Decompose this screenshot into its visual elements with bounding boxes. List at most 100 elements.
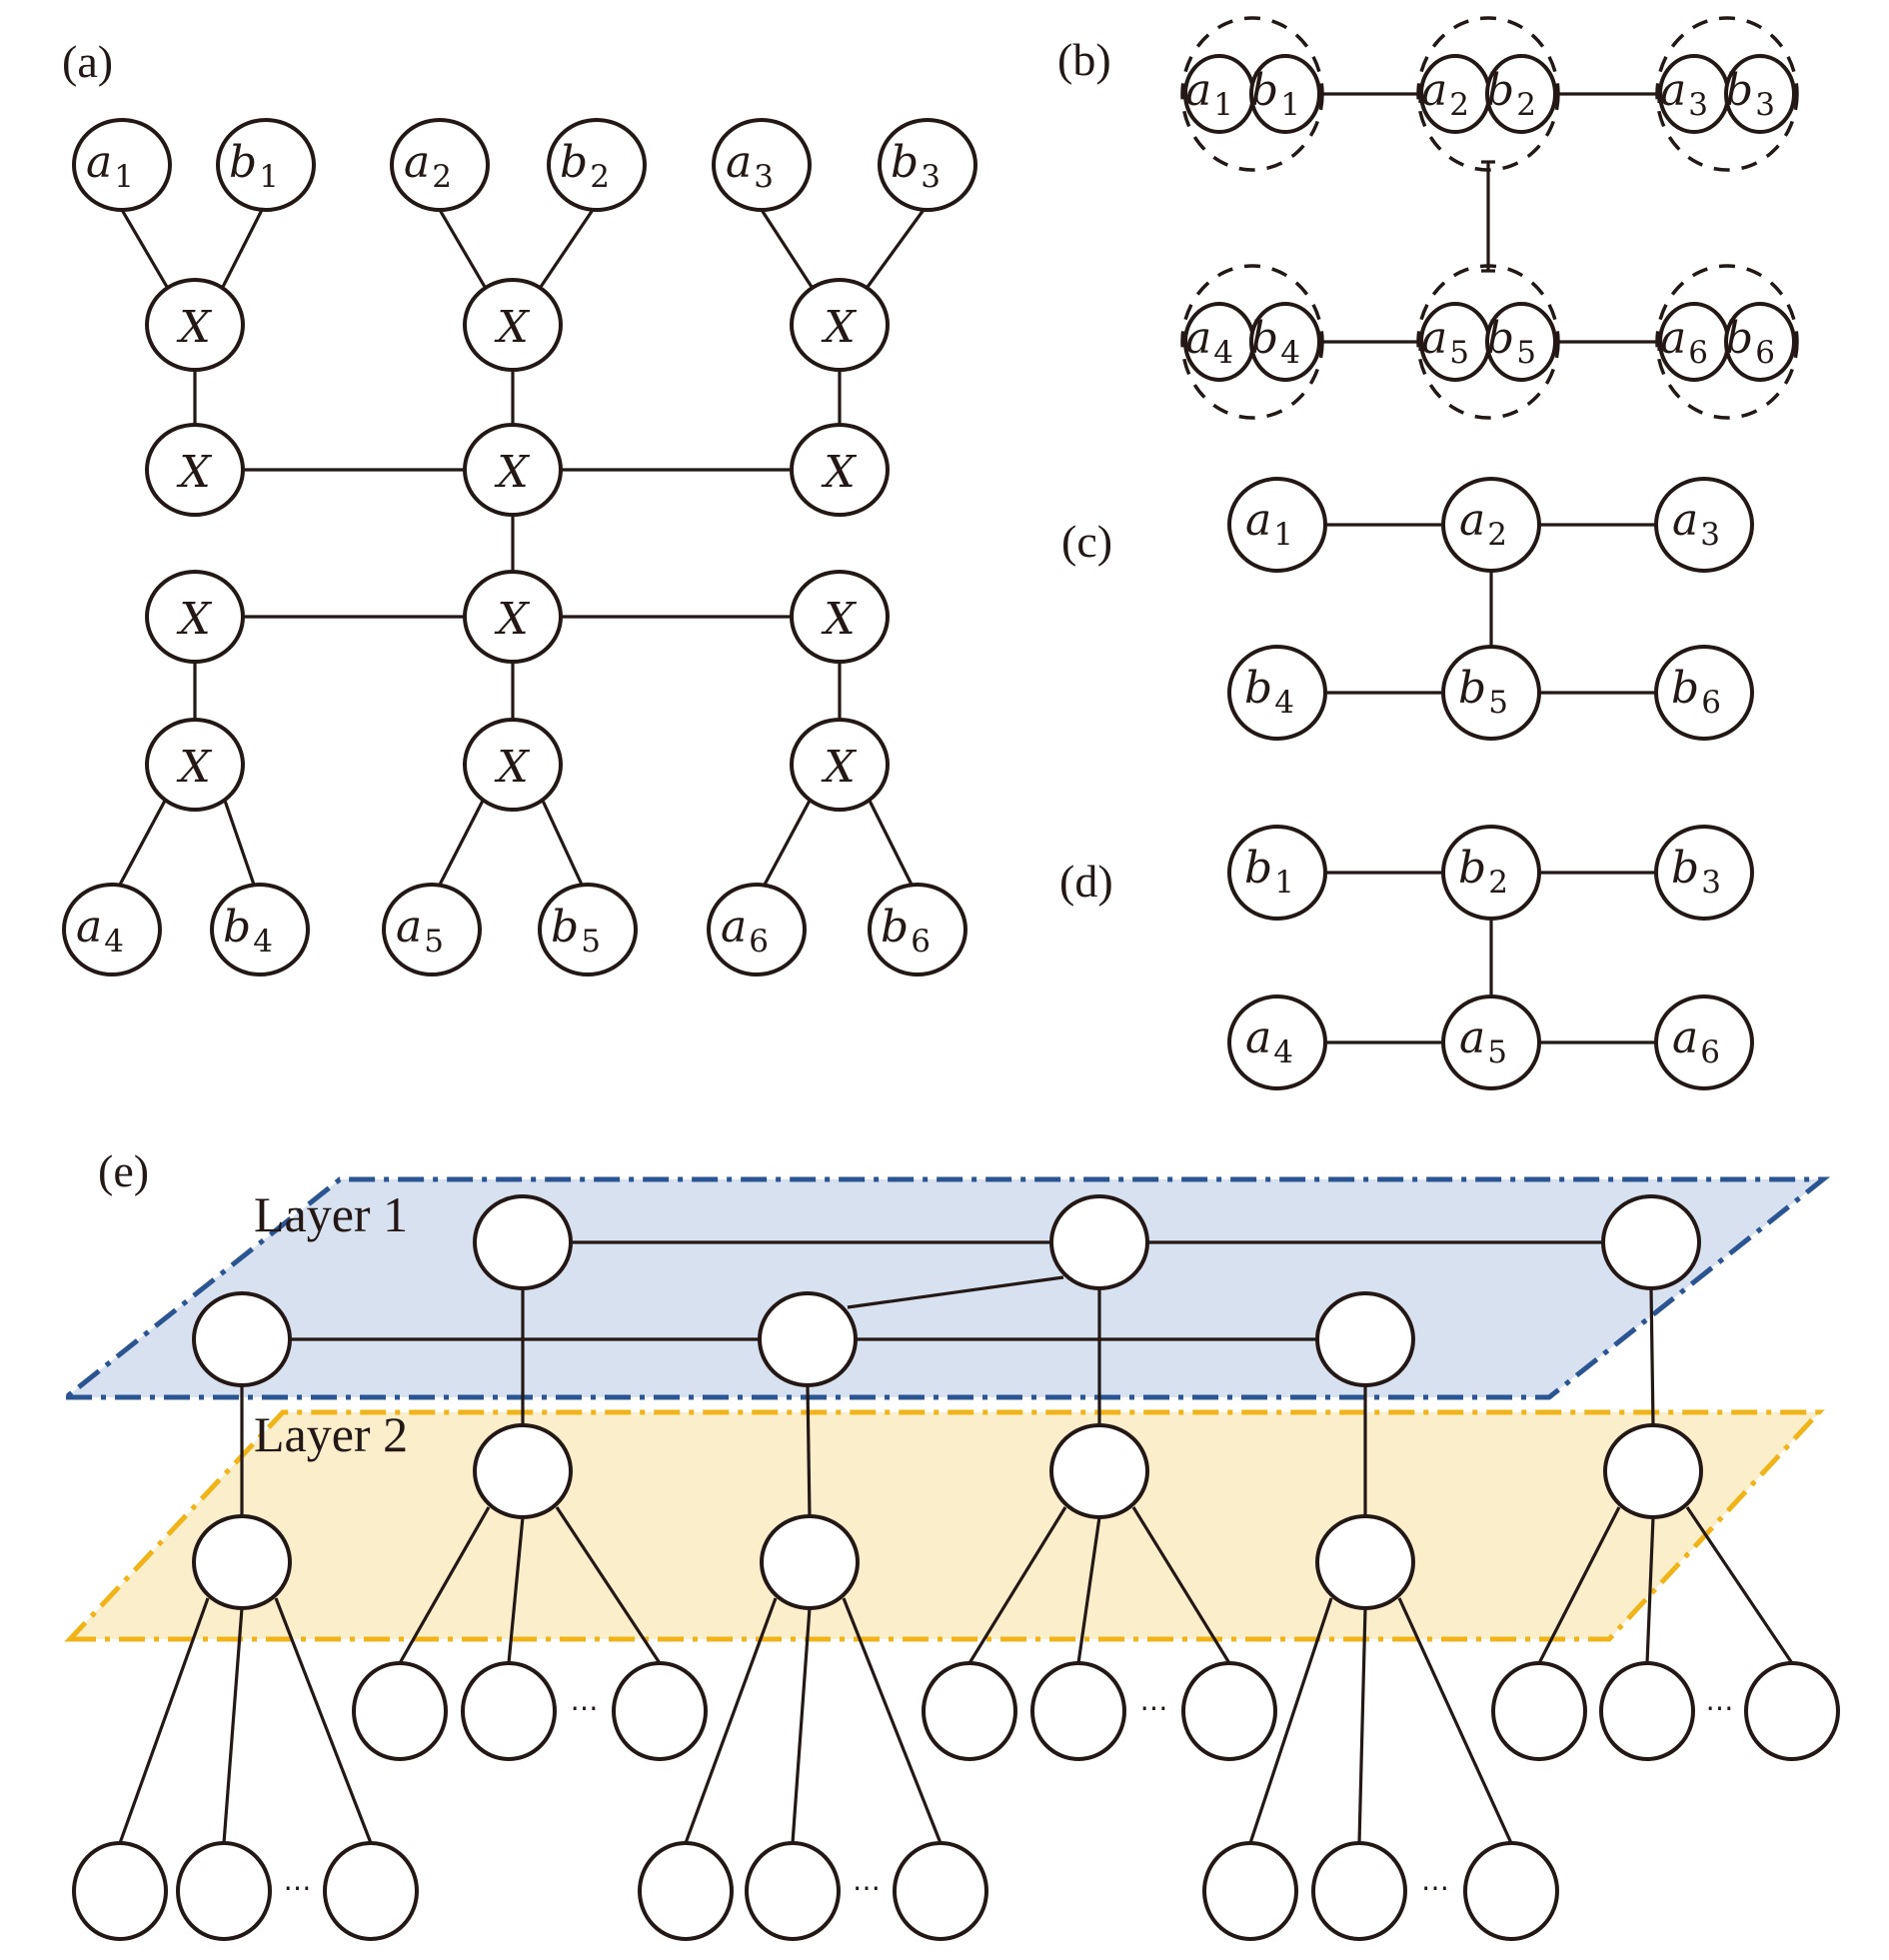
node-b4 bbox=[210, 883, 310, 977]
leaf-edge bbox=[1248, 1597, 1333, 1844]
node-a4 bbox=[62, 883, 162, 977]
layer-1-node bbox=[758, 1291, 858, 1387]
leaf-edge bbox=[274, 1597, 373, 1844]
leaf-node bbox=[638, 1841, 734, 1941]
node-a4 bbox=[1227, 994, 1327, 1090]
leaf-edge bbox=[1645, 1516, 1655, 1664]
node-label-a1-subscript: 1 bbox=[1273, 517, 1293, 553]
leaf-edge bbox=[222, 1607, 244, 1844]
x-node bbox=[790, 718, 890, 812]
panel-label-b: (b) bbox=[1057, 34, 1111, 85]
leaf-node bbox=[1181, 1661, 1277, 1761]
cluster-dashed-ring bbox=[1180, 264, 1324, 420]
edge-x-to-leaf bbox=[438, 800, 485, 886]
cluster-dashed-ring bbox=[1416, 16, 1560, 172]
layer-1-node bbox=[1049, 1194, 1149, 1290]
node-label-a2: a2 bbox=[404, 137, 452, 195]
leaf-edge bbox=[398, 1506, 491, 1664]
node-b2 bbox=[547, 118, 647, 212]
leaf-node bbox=[1599, 1661, 1695, 1761]
node-label-a1-subscript: 1 bbox=[1213, 87, 1233, 123]
node-label-b2-subscript: 2 bbox=[1488, 865, 1508, 901]
node-b4 bbox=[1249, 302, 1321, 382]
node-b1 bbox=[1227, 825, 1327, 921]
layer-2-node bbox=[1315, 1514, 1415, 1610]
x-node bbox=[145, 278, 245, 372]
x-node bbox=[463, 718, 563, 812]
node-label-a4-subscript: 4 bbox=[104, 924, 124, 960]
node-label-b6-subscript: 6 bbox=[1755, 335, 1775, 371]
x-node bbox=[145, 423, 245, 517]
panel-d-edges bbox=[1325, 871, 1656, 1044]
layer-2-node bbox=[473, 1423, 573, 1519]
node-label-b1-subscript: 1 bbox=[1280, 87, 1300, 123]
node-label-a1: a1 bbox=[86, 137, 134, 195]
ellipsis-dots: ⋯ bbox=[284, 1873, 312, 1904]
node-label-a2-subscript: 2 bbox=[432, 159, 452, 195]
node-label-b1: b1 bbox=[229, 137, 279, 195]
inter-layer-edge bbox=[1649, 1287, 1655, 1426]
node-a1 bbox=[72, 118, 172, 212]
leaf-node bbox=[1491, 1661, 1587, 1761]
x-node bbox=[463, 570, 563, 664]
leaf-edge bbox=[555, 1506, 662, 1664]
node-b3 bbox=[878, 118, 977, 212]
edge-x-to-leaf bbox=[223, 800, 256, 886]
node-label-b2-subscript: 2 bbox=[1516, 87, 1536, 123]
x-node bbox=[790, 423, 890, 517]
panel-label-d: (d) bbox=[1059, 856, 1113, 907]
node-label-b5-subscript: 5 bbox=[1488, 685, 1508, 721]
panel-e-nodes: ⋯⋯⋯⋯⋯⋯ bbox=[72, 1194, 1840, 1941]
leaf-edge bbox=[967, 1506, 1067, 1664]
leaf-node bbox=[1744, 1661, 1840, 1761]
leaf-node bbox=[352, 1661, 448, 1761]
node-a1 bbox=[1227, 477, 1327, 573]
x-node-label: X bbox=[494, 594, 530, 645]
x-node-label: X bbox=[821, 742, 857, 793]
panel-e-edges bbox=[118, 1240, 1794, 1844]
node-b6 bbox=[1654, 645, 1754, 741]
node-label-a4: a4 bbox=[1185, 313, 1233, 371]
layer-2-node bbox=[1049, 1423, 1149, 1519]
node-a5 bbox=[1441, 994, 1541, 1090]
node-b5 bbox=[1441, 645, 1541, 741]
node-label-a2-subscript: 2 bbox=[1449, 87, 1469, 123]
layer-1-node bbox=[473, 1194, 573, 1290]
panel-label-a: (a) bbox=[62, 36, 113, 87]
edge-leaf-to-x bbox=[221, 209, 264, 288]
leaf-node bbox=[461, 1661, 557, 1761]
leaf-node bbox=[1311, 1841, 1407, 1941]
cluster-dashed-ring bbox=[1180, 16, 1324, 172]
node-label-b5-subscript: 5 bbox=[581, 924, 601, 960]
node-b2 bbox=[1485, 54, 1557, 134]
node-label-b6: b6 bbox=[1725, 313, 1775, 371]
leaf-edge bbox=[842, 1597, 943, 1844]
cluster-dashed-ring bbox=[1655, 16, 1799, 172]
x-node-label: X bbox=[821, 447, 857, 498]
node-label-a6-subscript: 6 bbox=[1700, 1034, 1720, 1070]
leaf-node bbox=[1202, 1841, 1298, 1941]
layer-1-label: Layer 1 bbox=[254, 1186, 408, 1242]
ellipsis-dots: ⋯ bbox=[571, 1693, 599, 1724]
node-b5 bbox=[1485, 302, 1557, 382]
x-node-label: X bbox=[176, 447, 212, 498]
x-node-label: X bbox=[821, 594, 857, 645]
leaf-node bbox=[745, 1841, 841, 1941]
node-label-b2-subscript: 2 bbox=[590, 159, 610, 195]
node-label-a3-subscript: 3 bbox=[1688, 87, 1708, 123]
leaf-node bbox=[176, 1841, 272, 1941]
leaf-edge bbox=[1397, 1597, 1513, 1844]
x-node-label: X bbox=[176, 594, 212, 645]
leaf-node bbox=[612, 1661, 708, 1761]
node-label-a3-subscript: 3 bbox=[1700, 517, 1720, 553]
layer-2-node bbox=[1603, 1423, 1703, 1519]
x-node bbox=[463, 423, 563, 517]
x-node bbox=[790, 278, 890, 372]
edge-x-to-leaf bbox=[763, 800, 812, 886]
x-node-label: X bbox=[176, 302, 212, 353]
